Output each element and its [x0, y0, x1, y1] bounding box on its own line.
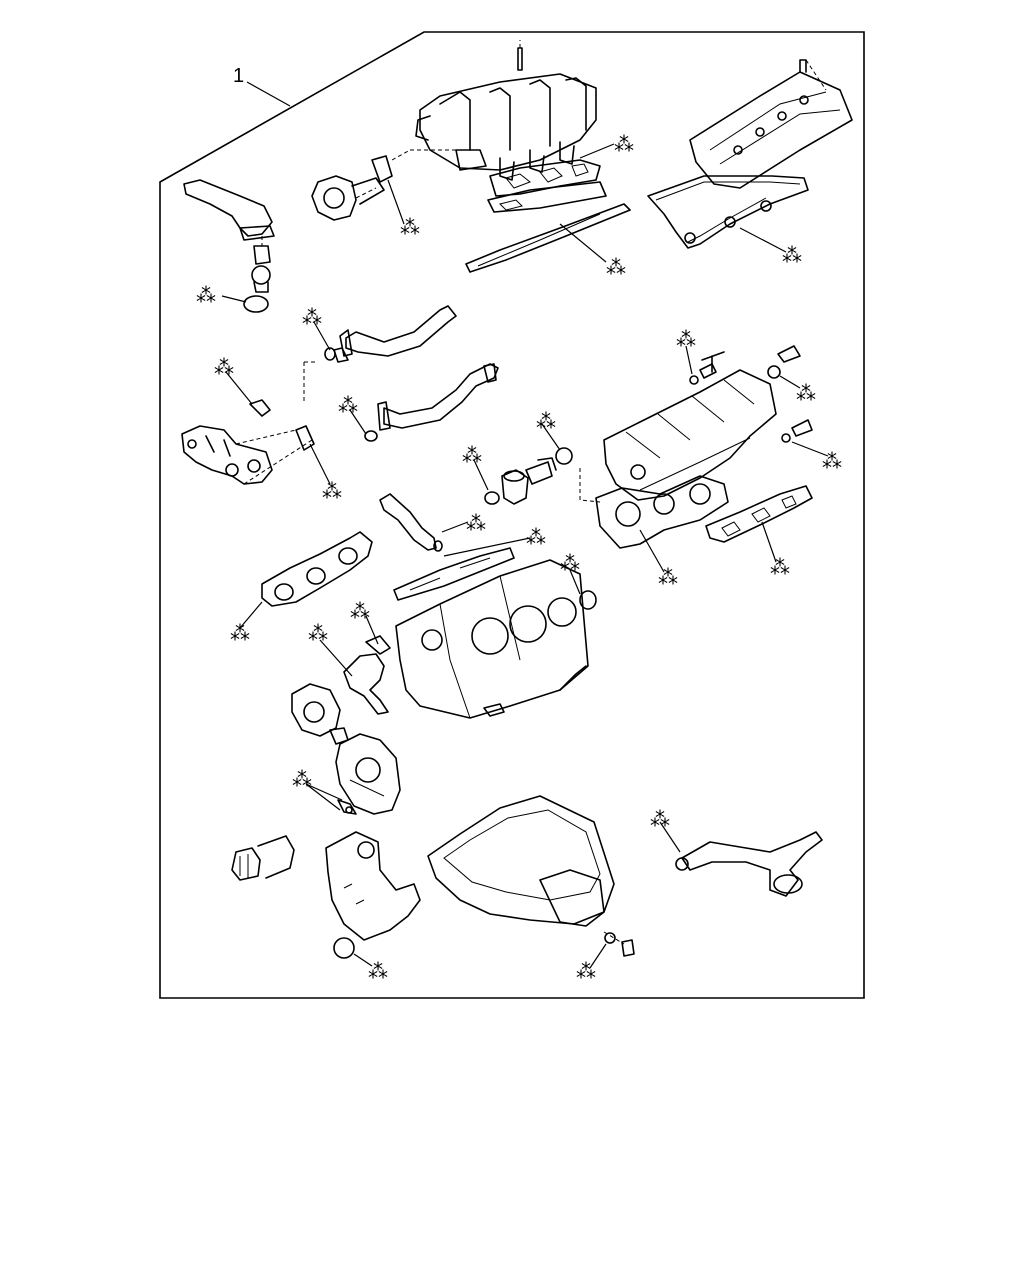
- timing-cover: [325, 831, 421, 941]
- spark-plug: [777, 345, 801, 363]
- marker-icon: ⁂: [606, 257, 626, 279]
- item-number-label: 1: [233, 65, 244, 87]
- cylinder-head-gasket: [595, 475, 729, 549]
- oil-pump-bolt: [337, 799, 357, 815]
- exhaust-gasket-left: [261, 531, 373, 607]
- valve-cover: [689, 59, 853, 189]
- engine-block: [395, 559, 589, 719]
- marker-icon: ⁂: [614, 134, 634, 156]
- crank-seal-rear: [579, 590, 597, 610]
- intake-gaskets: [465, 159, 631, 273]
- marker-icon: ⁂: [292, 769, 312, 791]
- marker-icon: ⁂: [676, 329, 696, 351]
- intake-manifold: [410, 40, 597, 181]
- exhaust-gasket-right: [705, 485, 813, 543]
- marker-icon: ⁂: [462, 445, 482, 467]
- crossover-o-ring: [324, 347, 336, 361]
- inlet-tube-o-ring: [433, 540, 443, 552]
- crank-seal-front: [333, 937, 355, 959]
- water-bypass-pipe: [377, 363, 499, 431]
- marker-icon: ⁂: [308, 623, 328, 645]
- marker-icon: ⁂: [214, 357, 234, 379]
- marker-icon: ⁂: [368, 961, 388, 983]
- marker-icon: ⁂: [658, 567, 678, 589]
- water-pump: [291, 683, 349, 745]
- marker-icon: ⁂: [782, 245, 802, 267]
- oil-filter: [231, 835, 295, 881]
- drain-plug: [621, 939, 635, 957]
- coolant-outlet-pipe: [183, 179, 275, 293]
- drain-plug-washer: [604, 932, 616, 944]
- valve-cover-gasket: [647, 175, 809, 249]
- marker-icon: ⁂: [536, 411, 556, 433]
- marker-icon: ⁂: [338, 395, 358, 417]
- water-crossover-pipe: [303, 305, 457, 402]
- throttle-body: [311, 149, 411, 221]
- marker-icon: ⁂: [576, 961, 596, 983]
- marker-icon: ⁂: [650, 809, 670, 831]
- marker-icon: ⁂: [526, 527, 546, 549]
- cylinder-head: [579, 363, 777, 503]
- adapter-seal-ring: [484, 491, 500, 505]
- marker-icon: ⁂: [466, 513, 486, 535]
- oil-pickup-tube: [675, 831, 823, 897]
- lower-intake-gasket: [393, 547, 515, 601]
- sensor-o-ring: [555, 447, 573, 465]
- marker-icon: ⁂: [822, 451, 842, 473]
- oil-filter-adapter: [501, 457, 557, 505]
- marker-icon: ⁂: [796, 383, 816, 405]
- oil-pump-bolt-washer: [345, 806, 353, 814]
- marker-icon: ⁂: [350, 601, 370, 623]
- thermostat-seal-ring: [243, 295, 269, 313]
- head-bolt-washer-front: [689, 375, 699, 385]
- kit-markers: ⁂ ⁂ ⁂ ⁂ ⁂ ⁂ ⁂ ⁂ ⁂ ⁂ ⁂ ⁂ ⁂ ⁂ ⁂ ⁂ ⁂ ⁂ ⁂ ⁂ …: [196, 134, 842, 983]
- marker-icon: ⁂: [400, 217, 420, 239]
- kit-frame: [159, 31, 865, 999]
- item-number-leader: [246, 81, 291, 107]
- marker-icon: ⁂: [322, 481, 342, 503]
- oil-pump-cover: [335, 733, 401, 815]
- marker-icon: ⁂: [770, 557, 790, 579]
- marker-icon: ⁂: [302, 307, 322, 329]
- water-outlet-housing: [181, 399, 315, 485]
- marker-icon: ⁂: [230, 623, 250, 645]
- head-bolt-front: [701, 351, 725, 373]
- head-bolt-washer-rear: [781, 433, 791, 443]
- marker-leaders: [221, 143, 829, 969]
- marker-icon: ⁂: [196, 285, 216, 307]
- oil-pan: [427, 795, 625, 945]
- spark-plug-seal: [767, 365, 781, 379]
- water-inlet-tube: [379, 493, 437, 551]
- marker-icon: ⁂: [560, 553, 580, 575]
- head-bolt-rear: [791, 419, 813, 437]
- bypass-o-ring: [364, 430, 378, 442]
